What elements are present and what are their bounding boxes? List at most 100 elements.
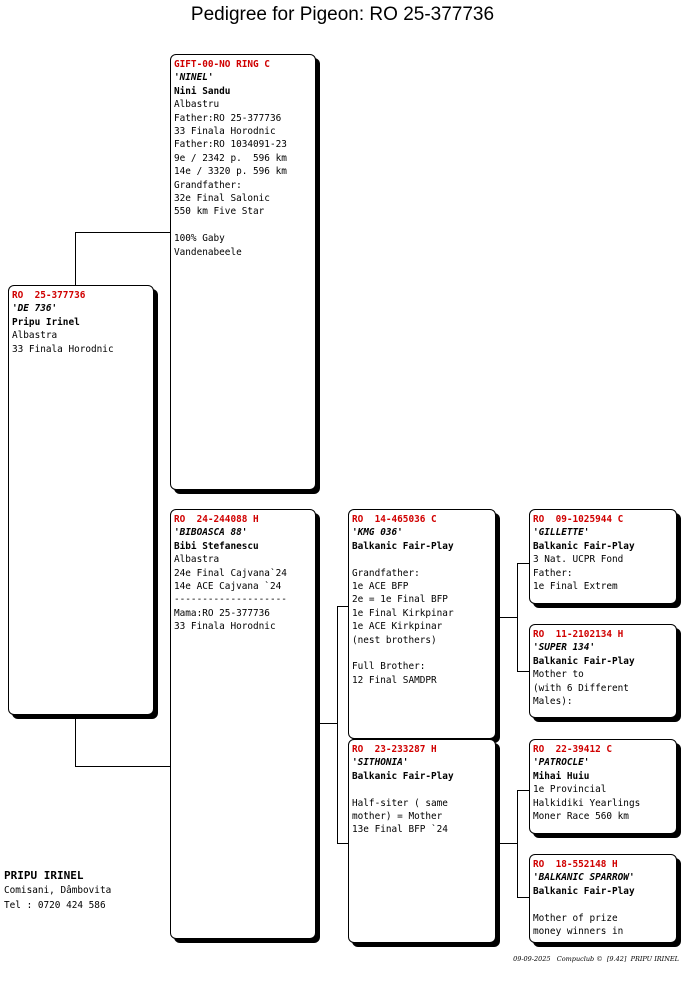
connector-line [75,715,76,766]
father-card[interactable]: GIFT-00-NO RING C 'NINEL' Nini Sandu Alb… [170,54,316,490]
info-line: 32e Final Salonic [174,193,270,205]
info-line: Mama:RO 25-377736 [174,607,270,619]
info-line [174,219,312,232]
mother-father-card[interactable]: RO 14-465036 C 'KMG 036' Balkanic Fair-P… [348,509,496,739]
info-line: (with 6 Different [533,682,629,694]
connector-line [316,723,337,724]
info-line: 3 Nat. UCPR Fond [533,554,624,566]
connector-line [75,232,170,233]
info-line: Mother to [533,669,584,681]
info-line: Albastra [12,330,58,342]
connector-line [517,790,529,791]
info-line: Grandfather: [174,179,242,191]
mff-card[interactable]: RO 09-1025944 C 'GILLETTE' Balkanic Fair… [529,509,677,604]
info-line: Males): [533,696,573,708]
info-line: 33 Finala Horodnic [174,126,276,138]
info-line: Mother of prize [533,912,618,924]
pigeon-name: 'SITHONIA' [352,757,409,769]
pigeon-name: 'DE 736' [12,303,58,315]
info-line: 550 km Five Star [174,206,265,218]
connector-line [517,563,529,564]
info-line: 1e Final Extrem [533,581,618,593]
info-line [533,898,673,911]
connector-line [75,232,76,285]
connector-line [337,606,338,843]
info-line: Father: [533,567,573,579]
ring-number: RO 23-233287 H [352,744,437,755]
pigeon-card[interactable]: RO 25-377736 'DE 736' Pripu Irinel Albas… [8,285,154,715]
footer-text: 09-09-2025 Compuclub © [9.42] PRIPU IRIN… [513,955,679,963]
connector-line [337,606,348,607]
info-line: Father:RO 25-377736 [174,112,282,124]
info-line: Albastra [174,554,220,566]
owner-name: Balkanic Fair-Play [352,540,454,552]
pigeon-name: 'BIBOASCA 88' [174,527,248,539]
owner-name: Balkanic Fair-Play [533,885,635,897]
info-line: Moner Race 560 km [533,811,629,823]
connector-line [517,671,529,672]
info-line: 9e / 2342 p. 596 km [174,152,287,164]
info-line [352,647,492,660]
info-line: 2e = 1e Final BFP [352,594,448,606]
ring-number: RO 22-39412 C [533,744,613,755]
pigeon-name: 'NINEL' [174,72,214,84]
owner-name: Mihai Huiu [533,770,590,782]
info-line: 1e Provincial [533,784,607,796]
breeder-name: PRIPU IRINEL [4,869,84,882]
info-line: Full Brother: [352,661,426,673]
ring-number: GIFT-00-NO RING C [174,59,270,70]
info-line: 100% Gaby [174,233,225,245]
info-line: 14e / 3320 p. 596 km [174,166,287,178]
pigeon-name: 'BALKANIC SPARROW' [533,872,635,884]
info-line [352,783,492,796]
info-line: money winners in [533,926,624,938]
info-line: Half-siter ( same [352,797,448,809]
connector-line [75,766,170,767]
connector-line [496,617,517,618]
info-line: (nest brothers) [352,634,437,646]
mfm-card[interactable]: RO 11-2102134 H 'SUPER 134' Balkanic Fai… [529,624,677,718]
connector-line [337,843,348,844]
info-line: 1e Final Kirkpinar [352,607,454,619]
info-line: mother) = Mother [352,811,443,823]
ring-number: RO 11-2102134 H [533,629,624,640]
owner-name: Balkanic Fair-Play [533,540,635,552]
ring-number: RO 14-465036 C [352,514,437,525]
page-title: Pedigree for Pigeon: RO 25-377736 [190,4,495,25]
info-line: 1e ACE BFP [352,581,409,593]
breeder-info: PRIPU IRINEL Comisani, Dâmbovita Tel : 0… [4,868,111,913]
info-line: 14e ACE Cajvana `24 [174,581,282,593]
info-line: 13e Final BFP `24 [352,824,448,836]
pigeon-name: 'SUPER 134' [533,642,596,654]
mother-card[interactable]: RO 24-244088 H 'BIBOASCA 88' Bibi Stefan… [170,509,316,939]
owner-name: Bibi Stefanescu [174,540,259,552]
connector-line [496,843,517,844]
pigeon-name: 'KMG 036' [352,527,403,539]
mmf-card[interactable]: RO 22-39412 C 'PATROCLE' Mihai Huiu 1e P… [529,739,677,834]
info-line: 1e ACE Kirkpinar [352,621,443,633]
pigeon-name: 'PATROCLE' [533,757,590,769]
owner-name: Pripu Irinel [12,316,80,328]
connector-line [517,897,529,898]
ring-number: RO 18-552148 H [533,859,618,870]
info-line: 33 Finala Horodnic [174,621,276,633]
info-line: 24e Final Cajvana`24 [174,567,287,579]
info-line: 12 Final SAMDPR [352,674,437,686]
info-line: Vandenabeele [174,246,242,258]
ring-number: RO 24-244088 H [174,514,259,525]
owner-name: Balkanic Fair-Play [533,655,635,667]
owner-name: Balkanic Fair-Play [352,770,454,782]
mmm-card[interactable]: RO 18-552148 H 'BALKANIC SPARROW' Balkan… [529,854,677,943]
ring-number: RO 25-377736 [12,290,86,301]
owner-name: Nini Sandu [174,85,231,97]
connector-line [517,563,518,671]
info-line: -------------------- [174,594,287,606]
mother-mother-card[interactable]: RO 23-233287 H 'SITHONIA' Balkanic Fair-… [348,739,496,943]
info-line: Father:RO 1034091-23 [174,139,287,151]
info-line: Grandfather: [352,567,420,579]
ring-number: RO 09-1025944 C [533,514,624,525]
breeder-address: Comisani, Dâmbovita [4,885,112,896]
info-line: Albastru [174,99,220,111]
info-line [352,553,492,566]
breeder-phone: Tel : 0720 424 586 [4,900,106,911]
